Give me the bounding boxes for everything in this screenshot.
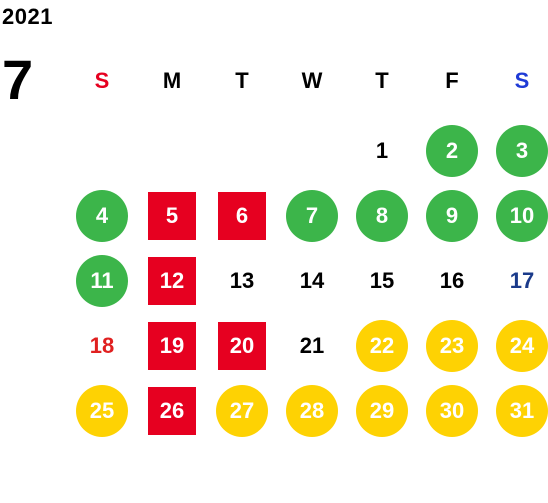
weekday-label: T <box>375 68 389 93</box>
calendar-day[interactable]: 3 <box>496 125 548 177</box>
weekday-label: M <box>162 68 182 93</box>
calendar-day[interactable]: 15 <box>369 268 395 293</box>
weekday-label: S <box>94 68 110 93</box>
calendar-day[interactable]: 4 <box>76 190 128 242</box>
year-label: 2021 <box>2 4 53 29</box>
calendar-day[interactable]: 23 <box>426 320 478 372</box>
calendar-day[interactable]: 1 <box>375 138 389 163</box>
calendar-day[interactable]: 2 <box>426 125 478 177</box>
calendar-day[interactable]: 10 <box>496 190 548 242</box>
calendar-day[interactable]: 19 <box>148 322 196 370</box>
calendar-day[interactable]: 14 <box>299 268 325 293</box>
calendar-day[interactable]: 12 <box>148 257 196 305</box>
calendar-day[interactable]: 25 <box>76 385 128 437</box>
calendar-day[interactable]: 5 <box>148 192 196 240</box>
calendar-day[interactable]: 20 <box>218 322 266 370</box>
calendar-day[interactable]: 24 <box>496 320 548 372</box>
calendar-day[interactable]: 6 <box>218 192 266 240</box>
weekday-label: S <box>514 68 530 93</box>
calendar-day[interactable]: 16 <box>439 268 465 293</box>
calendar-day[interactable]: 8 <box>356 190 408 242</box>
calendar-day[interactable]: 26 <box>148 387 196 435</box>
calendar-day[interactable]: 18 <box>89 333 115 358</box>
weekday-label: F <box>445 68 459 93</box>
calendar-day[interactable]: 22 <box>356 320 408 372</box>
calendar-day[interactable]: 17 <box>509 268 535 293</box>
calendar-day[interactable]: 28 <box>286 385 338 437</box>
calendar-day[interactable]: 9 <box>426 190 478 242</box>
calendar-day[interactable]: 31 <box>496 385 548 437</box>
calendar-day[interactable]: 13 <box>229 268 255 293</box>
calendar-day[interactable]: 21 <box>299 333 325 358</box>
calendar-day[interactable]: 27 <box>216 385 268 437</box>
calendar-day[interactable]: 30 <box>426 385 478 437</box>
weekday-label: W <box>301 68 323 93</box>
calendar-day[interactable]: 7 <box>286 190 338 242</box>
calendar-day[interactable]: 11 <box>76 255 128 307</box>
calendar-day[interactable]: 29 <box>356 385 408 437</box>
month-number: 7 <box>2 48 34 111</box>
weekday-label: T <box>235 68 249 93</box>
